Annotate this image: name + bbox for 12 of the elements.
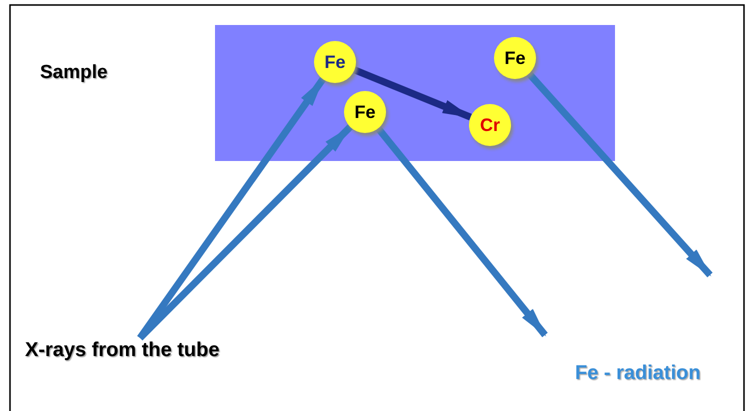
atom-circle: Cr [469,104,511,146]
source-label: X-rays from the tube [25,338,270,363]
atom-circle: Fe [494,37,536,79]
arrow [138,124,353,340]
sample-label: Sample [40,62,108,84]
arrow [375,126,548,338]
sample-region [215,25,615,161]
radiation-label: Fe - radiation [575,362,701,385]
arrow [526,71,713,278]
atom-circle: Fe [314,41,356,83]
atom-circle: Fe [344,91,386,133]
arrow [353,66,472,120]
